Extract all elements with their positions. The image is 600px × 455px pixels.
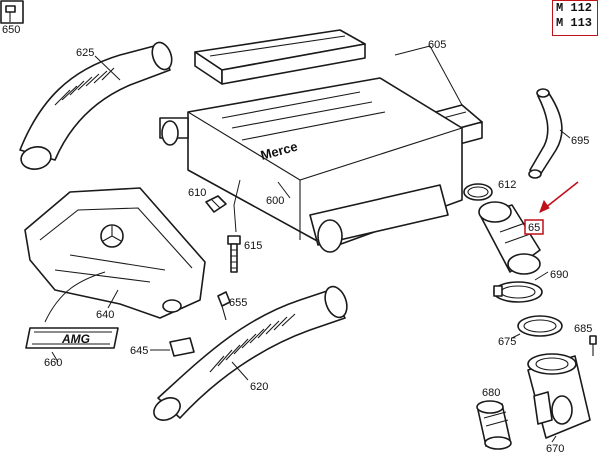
callout-670: 670 — [546, 443, 564, 455]
callout-660: 660 — [44, 357, 62, 369]
part-690-clamp[interactable]: 690 — [493, 269, 568, 303]
callout-640: 640 — [96, 309, 114, 321]
engine-code-1: M 112 — [556, 1, 593, 15]
part-695-vent-hose[interactable]: 695 — [528, 88, 589, 179]
part-650-bolt[interactable]: 650 — [0, 0, 24, 36]
part-680-sleeve[interactable]: 680 — [476, 387, 512, 450]
part-675-ring[interactable]: 675 — [498, 315, 563, 348]
arrow-head — [539, 199, 550, 213]
callout-645: 645 — [130, 345, 148, 357]
amg-logo-text: AMG — [61, 332, 90, 346]
callout-680: 680 — [482, 387, 500, 399]
callout-615: 615 — [244, 240, 262, 252]
part-665-air-mass-sensor[interactable]: 65 — [478, 181, 579, 275]
part-600-air-filter-housing[interactable]: Merce 600 — [159, 77, 463, 253]
callout-600: 600 — [266, 195, 284, 207]
part-610-clip[interactable]: 610 — [188, 187, 227, 213]
highlight-box — [524, 219, 544, 235]
callout-605: 605 — [428, 39, 446, 51]
callout-612: 612 — [498, 179, 516, 191]
callout-685: 685 — [574, 323, 592, 335]
part-625-intake-hose[interactable]: 625 — [19, 40, 175, 172]
part-640-engine-cover[interactable]: 640 — [24, 187, 206, 321]
callout-675: 675 — [498, 336, 516, 348]
part-645-bracket[interactable]: 645 — [130, 337, 195, 357]
part-615-screw[interactable]: 615 — [227, 179, 262, 273]
callout-610: 610 — [188, 187, 206, 199]
callout-655: 655 — [229, 297, 247, 309]
callout-625: 625 — [76, 47, 94, 59]
callout-695: 695 — [571, 135, 589, 147]
engine-code-2: M 113 — [556, 16, 593, 30]
part-670-housing[interactable]: 670 — [527, 353, 591, 455]
callout-690: 690 — [550, 269, 568, 281]
part-685-bolt[interactable]: 685 — [574, 323, 597, 356]
part-660-amg-emblem[interactable]: AMG 660 — [25, 271, 119, 369]
part-612-seal-ring[interactable]: 612 — [463, 179, 516, 201]
part-655-bolt[interactable]: 655 — [217, 291, 247, 321]
part-620-intake-hose[interactable]: 620 — [150, 284, 351, 425]
engine-code-box: M 112 M 113 — [552, 0, 598, 36]
callout-620: 620 — [250, 381, 268, 393]
callout-665: 65 — [528, 222, 540, 234]
callout-650: 650 — [2, 24, 20, 36]
